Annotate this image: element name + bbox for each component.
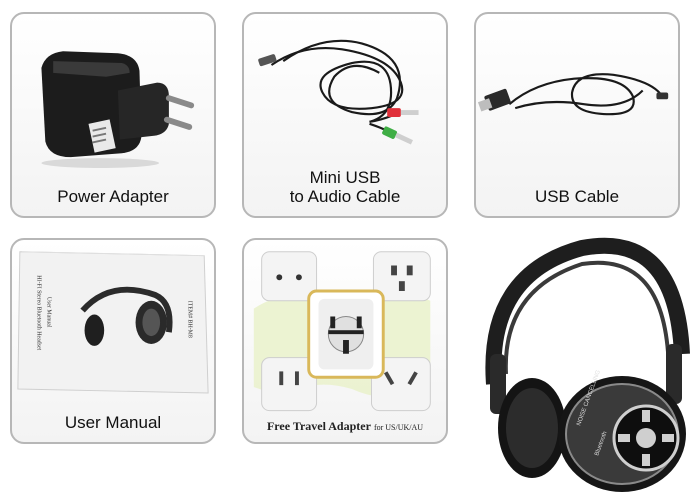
manual-item-number: ITEM# BH-M8 <box>187 301 193 338</box>
usb-cable-card: USB Cable <box>474 12 680 218</box>
audio-cable-icon <box>258 39 419 145</box>
headphones-icon <box>80 286 173 346</box>
universal-adapter-icon <box>307 289 385 379</box>
usb-cable-icon <box>477 73 669 116</box>
plug-au-icon <box>370 357 431 412</box>
usb-cable-caption: USB Cable <box>534 187 620 206</box>
mini-usb-audio-card: Mini USB to Audio Cable <box>242 12 448 218</box>
manual-subtitle: User Manual <box>45 297 51 328</box>
headphones-icon: NOISE CANCELLING Bluetooth <box>485 237 690 492</box>
plug-uk-icon <box>372 251 431 302</box>
caption-line-1: Mini USB <box>309 168 381 187</box>
power-adapter-card: Power Adapter <box>10 12 216 218</box>
travel-adapter-caption-suffix: for US/UK/AU <box>373 423 424 432</box>
user-manual-art: HI-FI Stereo Bluetooth Headset User Manu… <box>17 251 209 394</box>
mini-usb-audio-caption: Mini USB to Audio Cable <box>244 168 446 206</box>
manual-title: HI-FI Stereo Bluetooth Headset <box>35 275 41 350</box>
power-adapter-icon <box>41 51 195 168</box>
travel-adapter-caption-main: Free Travel Adapter <box>266 419 371 433</box>
user-manual-card: HI-FI Stereo Bluetooth Headset User Manu… <box>10 238 216 444</box>
plug-eu-icon <box>261 251 318 302</box>
travel-adapter-art <box>253 251 431 412</box>
plug-us-icon <box>261 357 318 412</box>
user-manual-caption: User Manual <box>64 413 162 432</box>
caption-line-2: to Audio Cable <box>289 187 401 206</box>
power-adapter-caption: Power Adapter <box>57 187 169 206</box>
